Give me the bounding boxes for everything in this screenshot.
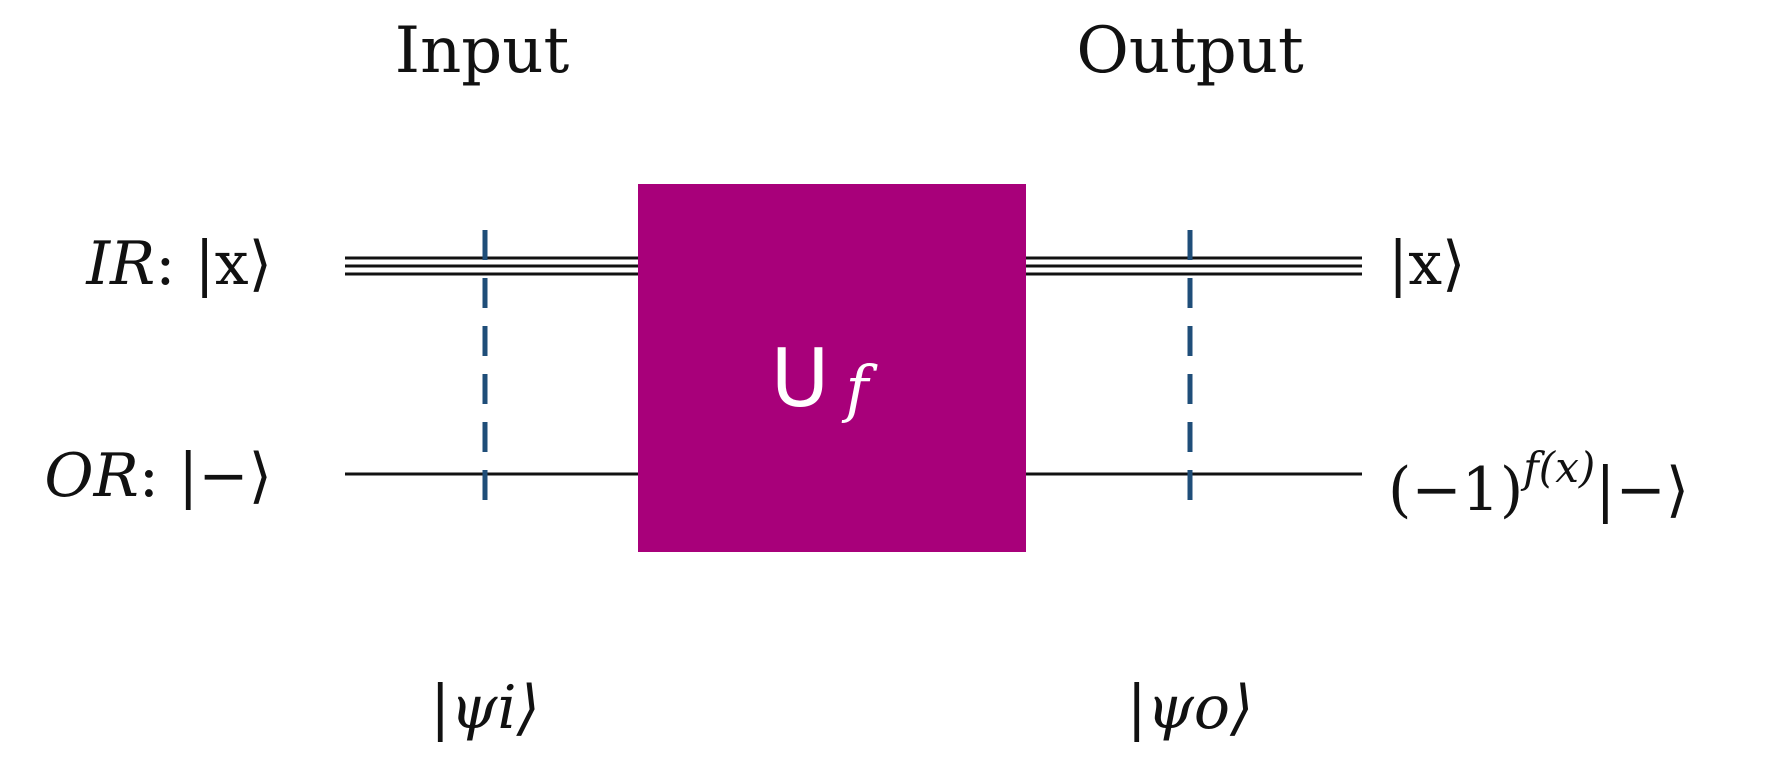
- psi-i-state-label: |ψi⟩: [430, 673, 540, 743]
- phase-exponent: f(x): [1520, 443, 1595, 492]
- input-register-colon: :: [155, 229, 194, 299]
- input-register-output-state: |x⟩: [1388, 229, 1465, 299]
- input-register-label: IR: |x⟩: [85, 229, 272, 299]
- output-register-name: OR: [44, 441, 138, 511]
- output-register-output-state: (−1)f(x)|−⟩: [1388, 443, 1689, 525]
- psi-o-state-label: |ψo⟩: [1127, 673, 1254, 743]
- oracle-gate: [638, 184, 1026, 552]
- output-register-state: |−⟩: [178, 441, 272, 511]
- input-register-output-ket: |x⟩: [1388, 229, 1465, 299]
- input-register-state: |x⟩: [195, 229, 272, 299]
- output-register-label: OR: |−⟩: [44, 441, 272, 511]
- phase-base: (−1): [1388, 455, 1523, 525]
- input-register-wire: [345, 256, 1362, 276]
- oracle-gate-label: U: [771, 332, 830, 425]
- input-heading: Input: [395, 14, 570, 88]
- output-register-colon: :: [139, 441, 178, 511]
- output-heading: Output: [1076, 14, 1304, 88]
- input-register-name: IR: [85, 229, 155, 299]
- output-register-output-ket: |−⟩: [1595, 455, 1689, 525]
